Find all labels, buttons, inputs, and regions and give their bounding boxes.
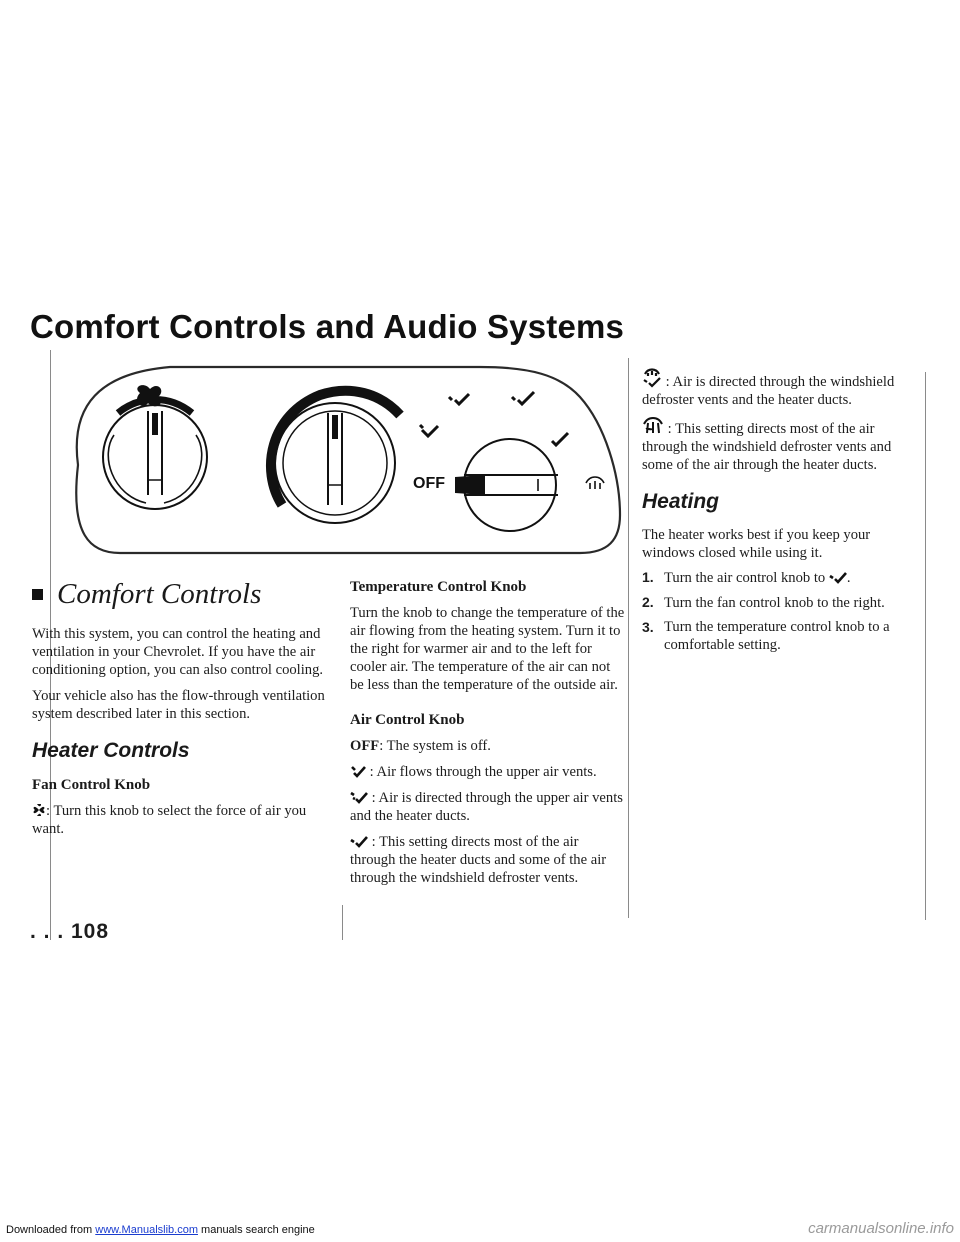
watermark: carmanualsonline.info <box>808 1220 954 1237</box>
step-2-text: Turn the fan control knob to the right. <box>664 595 885 611</box>
step-1-text: Turn the air control knob to <box>664 570 826 586</box>
bullet-square <box>32 589 43 600</box>
blend-mode-text: : Air is directed through the windshield… <box>642 374 895 408</box>
footer-link[interactable]: www.Manualslib.com <box>95 1224 198 1236</box>
vent-mode-icon <box>351 766 366 778</box>
heating-step-1: 1. Turn the air control knob to . <box>642 568 922 587</box>
download-footer: Downloaded from www.Manualslib.com manua… <box>6 1224 315 1236</box>
air-control-knob: OFF <box>413 390 605 532</box>
heating-step-2: 2. Turn the fan control knob to the right… <box>642 593 922 612</box>
air-control-heading: Air Control Knob <box>350 712 465 728</box>
off-label: OFF <box>413 475 445 492</box>
fan-icon <box>33 804 45 816</box>
vent-mode-paragraph: : Air flows through the upper air vents. <box>350 763 626 781</box>
middle-column: Temperature Control Knob Turn the knob t… <box>350 579 626 887</box>
bilevel-mode-icon <box>350 791 368 804</box>
temperature-control-heading: Temperature Control Knob <box>350 579 527 595</box>
heating-intro: The heater works best if you keep your w… <box>642 527 871 561</box>
right-column: : Air is directed through the windshield… <box>642 368 922 660</box>
temperature-knob <box>266 385 404 524</box>
blend-mode-paragraph: : Air is directed through the windshield… <box>642 368 922 409</box>
fan-control-text: : Turn this knob to select the force of … <box>32 803 307 837</box>
column-divider-right <box>628 358 629 918</box>
footer-suffix: manuals search engine <box>197 1224 315 1236</box>
heater-controls-heading: Heater Controls <box>32 739 190 762</box>
bilevel-mode-text: : Air is directed through the upper air … <box>350 790 623 824</box>
step-3-text: Turn the temperature control knob to a c… <box>664 619 890 653</box>
heating-step-3: 3. Turn the temperature control knob to a… <box>642 618 922 654</box>
comfort-controls-heading: Comfort Controls <box>32 578 330 611</box>
defrost-mode-text: : This setting directs most of the air t… <box>642 421 892 473</box>
intro-paragraph: With this system, you can control the he… <box>32 626 324 678</box>
off-term: OFF <box>350 738 380 754</box>
column-divider-left <box>50 350 51 940</box>
temperature-control-paragraph: Turn the knob to change the temperature … <box>350 605 625 693</box>
fan-knob <box>102 385 208 510</box>
left-column: Comfort Controls With this system, you c… <box>32 578 330 838</box>
comfort-controls-title: Comfort Controls <box>57 578 262 610</box>
step-3-number: 3. <box>642 619 654 635</box>
column-divider-mid <box>342 905 343 940</box>
air-off-paragraph: OFF: The system is off. <box>350 737 626 755</box>
control-panel-illustration: OFF <box>75 365 622 555</box>
off-description: : The system is off. <box>379 738 491 754</box>
column-divider-far-right <box>925 372 926 920</box>
heating-heading: Heating <box>642 490 720 513</box>
heater-mode-icon <box>350 836 368 848</box>
vent-mode-text: : Air flows through the upper air vents. <box>369 764 597 780</box>
fan-control-paragraph: : Turn this knob to select the force of … <box>32 802 330 838</box>
defrost-mode-paragraph: : This setting directs most of the air t… <box>642 417 922 474</box>
heater-mode-paragraph: : This setting directs most of the air t… <box>350 833 626 887</box>
heater-mode-text: : This setting directs most of the air t… <box>350 834 607 886</box>
page-title: Comfort Controls and Audio Systems <box>30 308 625 345</box>
step-1-suffix: . <box>846 570 851 586</box>
page-number: . . . 108 <box>30 920 110 943</box>
blend-mode-icon <box>643 368 661 388</box>
bilevel-mode-paragraph: : Air is directed through the upper air … <box>350 789 626 825</box>
fan-control-heading: Fan Control Knob <box>32 777 151 793</box>
footer-prefix: Downloaded from <box>6 1224 96 1236</box>
heater-mode-icon <box>829 572 847 584</box>
defrost-mode-icon <box>643 417 663 434</box>
flow-through-paragraph: Your vehicle also has the flow-through v… <box>32 688 325 722</box>
step-2-number: 2. <box>642 594 654 610</box>
step-1-number: 1. <box>642 569 654 585</box>
